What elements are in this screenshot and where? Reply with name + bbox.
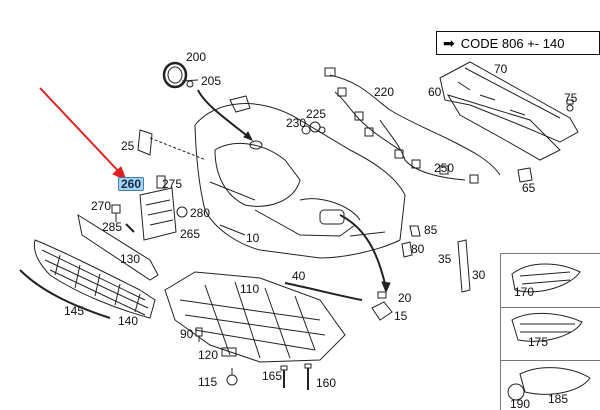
callout-120: 120 (198, 348, 219, 362)
wiring-harness (324, 67, 501, 184)
screw-115 (226, 368, 238, 386)
callout-20: 20 (398, 291, 412, 305)
clip-80 (401, 241, 413, 258)
callout-220: 220 (374, 85, 395, 99)
callout-285: 285 (102, 220, 123, 234)
callout-165: 165 (262, 369, 283, 383)
callout-160: 160 (316, 376, 337, 390)
callout-275: 275 (162, 177, 183, 191)
clip-85 (409, 225, 421, 237)
callout-75: 75 (564, 91, 578, 105)
callout-260: 260 (118, 177, 145, 191)
front-bumper (194, 95, 406, 259)
nut-280 (176, 206, 188, 218)
callout-85: 85 (424, 223, 438, 237)
callout-10: 10 (246, 231, 260, 245)
fog-cover-170 (511, 263, 581, 293)
inset-cell (501, 254, 600, 308)
callout-200: 200 (186, 50, 207, 64)
grille-bracket (77, 213, 159, 281)
trim-strip (19, 269, 111, 319)
clip-120 (221, 347, 237, 357)
parking-sensors (301, 121, 326, 135)
code-note: ➡ CODE 806 +- 140 (436, 31, 600, 55)
callout-115: 115 (198, 375, 218, 389)
callout-130: 130 (120, 252, 141, 266)
callout-225: 225 (306, 107, 327, 121)
clip-20 (377, 291, 387, 299)
clip-65 (517, 167, 533, 183)
arrow-right-icon: ➡ (443, 34, 455, 51)
callout-190: 190 (510, 397, 531, 410)
fog-cover-185 (507, 367, 591, 401)
callout-230: 230 (286, 116, 307, 130)
license-plate-holder (139, 187, 177, 241)
callout-40: 40 (292, 269, 306, 283)
underguard (164, 271, 346, 363)
callout-15: 15 (394, 309, 408, 323)
trim-40 (284, 282, 363, 301)
bracket-35 (457, 239, 471, 293)
callout-35: 35 (438, 252, 452, 266)
callout-185: 185 (548, 392, 569, 406)
callout-80: 80 (411, 242, 425, 256)
callout-265: 265 (180, 227, 201, 241)
fastener-90 (195, 327, 203, 342)
clip-275 (156, 175, 166, 189)
callout-140: 140 (118, 314, 139, 328)
emblem-clip (181, 79, 199, 88)
code-note-text: CODE 806 +- 140 (460, 35, 565, 51)
bracket-25 (137, 129, 153, 156)
callout-280: 280 (190, 206, 211, 220)
screw-270 (111, 204, 121, 222)
upper-crossmember (439, 61, 579, 161)
callout-65: 65 (522, 181, 536, 195)
callout-110: 110 (240, 282, 260, 296)
callout-30: 30 (472, 268, 486, 282)
callout-175: 175 (528, 335, 549, 349)
callout-90: 90 (180, 327, 194, 341)
variant-inset (500, 253, 600, 410)
screw-160 (304, 363, 312, 390)
fog-cover-175 (511, 312, 583, 342)
lower-grille (33, 239, 156, 319)
callout-145: 145 (64, 304, 85, 318)
callout-170: 170 (514, 285, 535, 299)
callout-270: 270 (91, 199, 112, 213)
callout-70: 70 (494, 62, 508, 76)
callout-250: 250 (434, 161, 455, 175)
inset-cell (501, 307, 600, 361)
pointer-arrow (39, 87, 127, 181)
cover-15 (371, 301, 393, 321)
screw-165 (280, 365, 288, 388)
emblem-ring (162, 61, 188, 89)
callout-60: 60 (428, 85, 442, 99)
callout-205: 205 (201, 74, 222, 88)
callout-25: 25 (121, 139, 135, 153)
screw-75 (566, 104, 574, 112)
screw-285 (125, 223, 135, 233)
